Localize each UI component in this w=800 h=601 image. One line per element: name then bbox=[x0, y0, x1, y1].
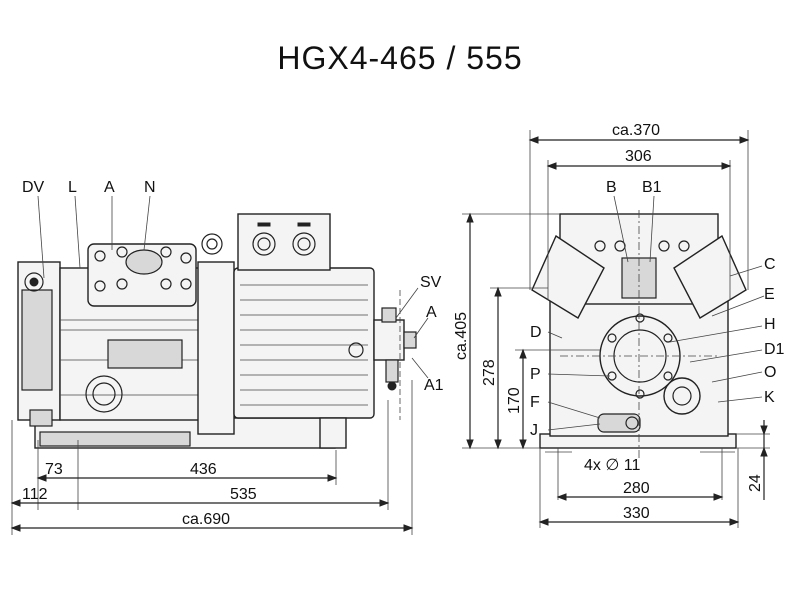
label-a1: A1 bbox=[424, 377, 444, 394]
suction-valve bbox=[373, 319, 405, 361]
left-cylinder-head bbox=[531, 234, 605, 319]
oil-sight-glass bbox=[663, 377, 701, 415]
label-k: K bbox=[764, 389, 775, 406]
label-d1: D1 bbox=[764, 341, 785, 358]
dim-24: 24 bbox=[747, 474, 764, 492]
lifting-eye bbox=[201, 233, 223, 255]
oil-drain bbox=[597, 413, 641, 433]
label-p: P bbox=[530, 366, 541, 383]
label-d: D bbox=[530, 324, 542, 341]
sight-glass bbox=[85, 375, 123, 413]
label-b: B bbox=[606, 179, 617, 196]
label-sv: SV bbox=[420, 274, 442, 291]
label-f: F bbox=[530, 394, 540, 411]
label-b1: B1 bbox=[642, 179, 662, 196]
dim-306: 306 bbox=[625, 148, 652, 165]
front-view-leaders bbox=[547, 195, 765, 431]
dim-170: 170 bbox=[506, 387, 523, 414]
dim-535: 535 bbox=[230, 486, 257, 503]
label-e: E bbox=[764, 286, 775, 303]
front-view-dimensions bbox=[462, 130, 770, 528]
dim-holes: 4x ∅ 11 bbox=[584, 457, 640, 474]
motor-flange bbox=[197, 261, 235, 435]
side-view-dimensions bbox=[10, 380, 414, 535]
dim-370: ca.370 bbox=[612, 122, 660, 139]
label-dv: DV bbox=[22, 179, 45, 196]
cylinder-head bbox=[87, 243, 197, 307]
dim-280: 280 bbox=[623, 480, 650, 497]
dim-436: 436 bbox=[190, 461, 217, 478]
motor-housing bbox=[233, 267, 375, 419]
label-h: H bbox=[764, 316, 776, 333]
label-l: L bbox=[68, 179, 77, 196]
label-n: N bbox=[144, 179, 156, 196]
dv-valve bbox=[24, 272, 44, 292]
n-connection bbox=[125, 249, 163, 275]
dim-330: 330 bbox=[623, 505, 650, 522]
label-a-top: A bbox=[104, 179, 115, 196]
dim-405: ca.405 bbox=[453, 312, 470, 360]
right-cylinder-head bbox=[673, 234, 747, 319]
dim-278: 278 bbox=[481, 359, 498, 386]
label-c: C bbox=[764, 256, 776, 273]
label-a-right: A bbox=[426, 304, 437, 321]
front-view-compressor bbox=[531, 210, 747, 460]
dim-73: 73 bbox=[45, 461, 63, 478]
label-j: J bbox=[530, 422, 538, 439]
side-view-compressor bbox=[17, 213, 417, 449]
drawing-title: HGX4-465 / 555 bbox=[277, 40, 523, 76]
label-o: O bbox=[764, 364, 776, 381]
terminal-box bbox=[237, 213, 331, 271]
dim-690: ca.690 bbox=[182, 511, 230, 528]
dim-112: 112 bbox=[22, 486, 48, 503]
side-view-leaders bbox=[37, 195, 429, 379]
